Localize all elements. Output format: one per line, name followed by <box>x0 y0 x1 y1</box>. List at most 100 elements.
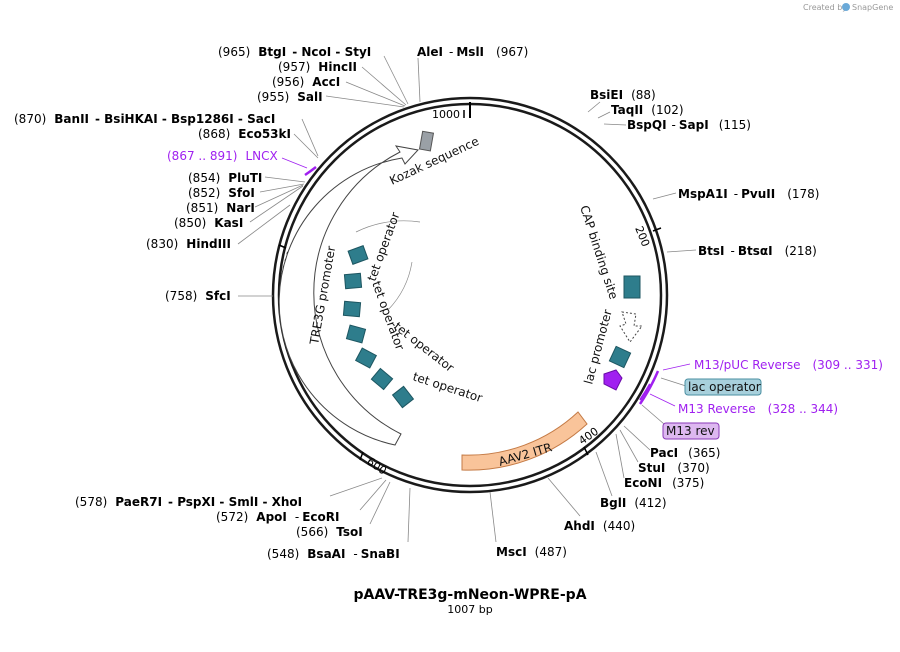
svg-text:(870)BanII- BsiHKAI - Bsp1286: (870)BanII- BsiHKAI - Bsp1286I - SacI <box>14 112 275 126</box>
enzyme-ahdi[interactable]: AhdI(440) <box>547 477 635 533</box>
svg-text:EcoNI(375): EcoNI(375) <box>624 476 704 490</box>
lac-promoter-box[interactable] <box>608 345 632 369</box>
svg-text:AleI-MslI(967): AleI-MslI(967) <box>417 45 528 59</box>
enzyme-btgi[interactable]: (965)BtgI- NcoI - StyI <box>218 45 409 105</box>
svg-text:BglI(412): BglI(412) <box>600 496 667 510</box>
svg-text:lac operator: lac operator <box>688 380 761 394</box>
svg-text:MscI(487): MscI(487) <box>496 545 567 559</box>
backbone-outer <box>271 96 669 494</box>
primer-m13-reverse-label[interactable]: M13 Reverse(328 .. 344) <box>649 393 838 416</box>
enzyme-hindiii[interactable]: (830)HindIII <box>146 204 291 251</box>
tet-operator-box-3 <box>342 300 362 318</box>
svg-text:(854)PluTI: (854)PluTI <box>188 171 262 185</box>
svg-text:BtsI-BtsαI(218): BtsI-BtsαI(218) <box>698 244 817 258</box>
svg-text:M13 rev: M13 rev <box>666 424 715 438</box>
credit-created-by: Created by <box>803 3 847 12</box>
enzyme-hincii[interactable]: (957)HincII <box>278 60 407 106</box>
enzyme-kasi[interactable]: (850)KasI <box>174 185 304 230</box>
tet-arc-line-2 <box>387 261 413 311</box>
svg-text:StuI(370): StuI(370) <box>638 461 710 475</box>
purple-feature-arrow[interactable] <box>603 369 623 391</box>
enzyme-apoi[interactable]: (572)ApoI-EcoRI <box>216 479 387 524</box>
tet-operator-label-1: tet operator <box>365 210 403 283</box>
enzyme-alei[interactable]: AleI-MslI(967) <box>417 45 528 103</box>
enzyme-stui[interactable]: StuI(370) <box>619 429 710 475</box>
tet-operator-box-6 <box>370 367 394 391</box>
svg-text:(955)SalI: (955)SalI <box>257 90 323 104</box>
svg-text:(867 .. 891)LNCX: (867 .. 891)LNCX <box>167 149 278 163</box>
backbone-inner <box>277 102 663 488</box>
snapgene-logo-icon <box>842 3 850 11</box>
svg-text:(965)BtgI- NcoI - StyI: (965)BtgI- NcoI - StyI <box>218 45 371 59</box>
enzyme-eco53ki[interactable]: (868)Eco53kI <box>198 127 319 159</box>
svg-text:MspA1I-PvuII(178): MspA1I-PvuII(178) <box>678 187 820 201</box>
enzyme-sfci[interactable]: (758)SfcI <box>165 289 273 303</box>
tre3g-promoter-feature[interactable] <box>278 145 419 446</box>
primer-m13-puc-label[interactable]: M13/pUC Reverse(309 .. 331) <box>662 358 883 372</box>
enzyme-acci[interactable]: (956)AccI <box>272 75 406 107</box>
enzyme-mspa1i[interactable]: MspA1I-PvuII(178) <box>652 187 820 201</box>
aav2-itr-feature[interactable] <box>461 411 588 471</box>
enzyme-paci[interactable]: PacI(365) <box>623 425 720 460</box>
enzyme-bspqi[interactable]: BspQI-SapI(115) <box>603 118 751 132</box>
enzyme-sali[interactable]: (955)SalI <box>257 90 405 108</box>
tick-1000: 1000 <box>432 108 465 121</box>
svg-text:PacI(365): PacI(365) <box>650 446 720 460</box>
svg-text:(566)TsoI: (566)TsoI <box>296 525 363 539</box>
kozak-feature[interactable] <box>418 130 435 152</box>
m13-puc-primer-arc[interactable] <box>638 370 660 405</box>
enzyme-nari[interactable]: (851)NarI <box>186 184 304 215</box>
svg-text:(956)AccI: (956)AccI <box>272 75 340 89</box>
enzyme-bsaai[interactable]: (548)BsaAI-SnaBI <box>267 487 411 561</box>
enzyme-tsoi[interactable]: (566)TsoI <box>296 481 391 539</box>
cap-binding-site-feature[interactable] <box>623 275 641 299</box>
enzyme-bsiei[interactable]: BsiEI(88) <box>587 88 656 113</box>
lac-operator-callout[interactable]: lac operator <box>660 377 762 396</box>
tet-operator-label-4: tet operator <box>411 370 484 406</box>
svg-text:(572)ApoI-EcoRI: (572)ApoI-EcoRI <box>216 510 339 524</box>
enzyme-taqii[interactable]: TaqII(102) <box>597 103 684 119</box>
enzyme-msci[interactable]: MscI(487) <box>489 491 567 559</box>
enzyme-sfoi[interactable]: (852)SfoI <box>188 183 305 200</box>
svg-text:(830)HindIII: (830)HindIII <box>146 237 231 251</box>
svg-text:(850)KasI: (850)KasI <box>174 216 243 230</box>
kozak-label: Kozak sequence <box>387 134 481 188</box>
plasmid-size: 1007 bp <box>447 603 492 616</box>
tet-arc-line-1 <box>355 220 421 233</box>
enzyme-banii[interactable]: (870)BanII- BsiHKAI - Bsp1286I - SacI <box>14 112 319 157</box>
svg-text:1000: 1000 <box>432 108 460 121</box>
cap-binding-label: CAP binding site <box>577 204 621 301</box>
svg-text:(868)Eco53kI: (868)Eco53kI <box>198 127 291 141</box>
svg-text:BsiEI(88): BsiEI(88) <box>590 88 656 102</box>
m13-reverse-primer-arc[interactable] <box>639 383 651 401</box>
primer-lncx-label[interactable]: (867 .. 891)LNCX <box>167 149 308 169</box>
svg-text:(548)BsaAI-SnaBI: (548)BsaAI-SnaBI <box>267 547 400 561</box>
lncx-primer-arc[interactable] <box>304 166 317 177</box>
tick-200: 200 <box>632 224 662 249</box>
svg-text:M13 Reverse(328 .. 344): M13 Reverse(328 .. 344) <box>678 402 838 416</box>
svg-text:(578)PaeR7I- PspXI - SmlI -: (578)PaeR7I- PspXI - SmlI - XhoI <box>75 495 302 509</box>
enzyme-bgli[interactable]: BglI(412) <box>595 451 667 510</box>
tet-operator-label-2: tet operator <box>369 279 407 352</box>
enzyme-pluti[interactable]: (854)PluTI <box>188 171 306 185</box>
tet-operator-box-5 <box>354 347 378 369</box>
tet-operator-boxes[interactable] <box>342 245 415 409</box>
lac-promoter-feature[interactable] <box>619 311 643 343</box>
credit-brand: SnapGene <box>852 3 893 12</box>
enzyme-paer7i[interactable]: (578)PaeR7I- PspXI - SmlI - XhoI <box>75 477 383 509</box>
enzyme-btsi[interactable]: BtsI-BtsαI(218) <box>666 244 817 258</box>
tet-operator-box-2 <box>343 272 363 290</box>
svg-text:BspQI-SapI(115): BspQI-SapI(115) <box>627 118 751 132</box>
tet-operator-box-4 <box>345 324 367 344</box>
svg-text:M13/pUC Reverse(309 .. 331): M13/pUC Reverse(309 .. 331) <box>694 358 883 372</box>
svg-text:(852)SfoI: (852)SfoI <box>188 186 255 200</box>
svg-text:(758)SfcI: (758)SfcI <box>165 289 231 303</box>
m13-rev-callout[interactable]: M13 rev <box>641 404 720 440</box>
svg-text:(957)HincII: (957)HincII <box>278 60 357 74</box>
tet-operator-box-1 <box>347 245 369 265</box>
svg-text:AhdI(440): AhdI(440) <box>564 519 635 533</box>
enzyme-econi[interactable]: EcoNI(375) <box>615 433 704 490</box>
svg-text:(851)NarI: (851)NarI <box>186 201 255 215</box>
svg-text:TaqII(102): TaqII(102) <box>611 103 684 117</box>
